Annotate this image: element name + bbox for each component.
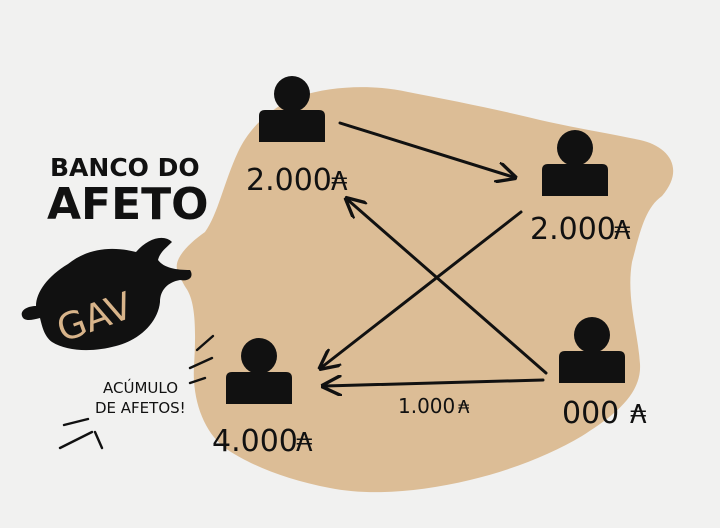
transfer-amount: 1.000 (398, 394, 455, 418)
arrow-bottomright-to-topleft (348, 200, 548, 375)
burst-marks-icon (58, 334, 215, 450)
currency-symbol: ₳ (296, 428, 313, 458)
currency-symbol: ₳ (331, 167, 348, 197)
flow-arrows (322, 121, 548, 386)
person-amount: 2.000 (530, 212, 616, 247)
person-amount: 2.000 (246, 163, 332, 198)
person-bottom-right: 000 ₳ (559, 317, 647, 431)
person-amount: 000 (562, 396, 619, 431)
currency-symbol: ₳ (614, 216, 631, 246)
banco-title-line1: BANCO DO (50, 153, 200, 182)
accumulation-note-line2: DE AFETOS! (95, 399, 186, 417)
person-bottom-left: 4.000 ₳ (212, 338, 313, 459)
accumulation-note-line1: ACÚMULO (103, 378, 178, 397)
person-top-left: 2.000 ₳ (246, 76, 348, 198)
currency-symbol: ₳ (630, 400, 647, 430)
arrow-topleft-to-topright (338, 121, 513, 177)
gav-blob (21, 237, 192, 351)
banco-title-line2: AFETO (47, 179, 209, 230)
person-top-right: 2.000 ₳ (530, 130, 631, 247)
transfer-currency-symbol: ₳ (458, 397, 470, 418)
person-amount: 4.000 (212, 424, 298, 459)
arrow-bottomright-to-bottomleft (325, 380, 545, 386)
arrow-topright-to-bottomleft (322, 210, 523, 367)
